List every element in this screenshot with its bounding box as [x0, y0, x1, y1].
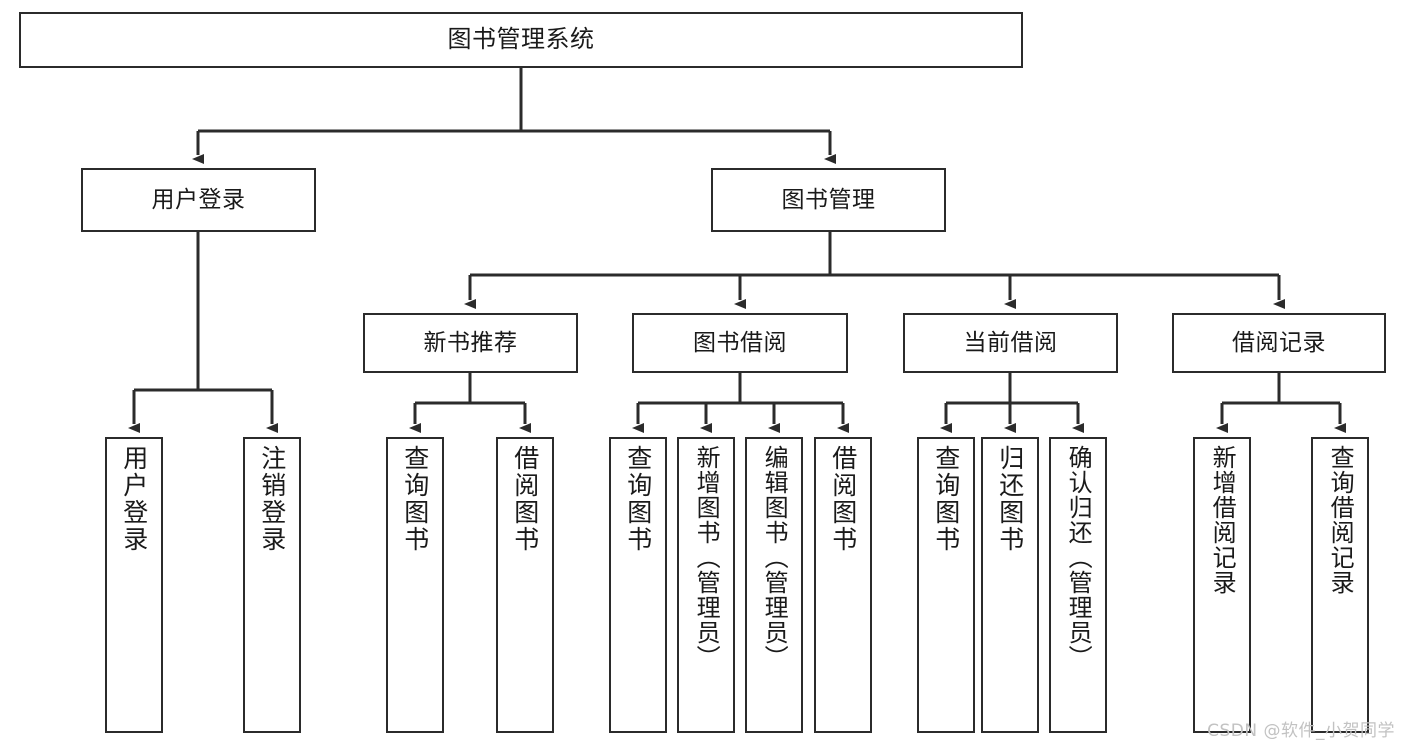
- node-book-borrow[interactable]: 图书借阅: [632, 313, 848, 373]
- leaf-add-borrow-record[interactable]: 新增借阅记录: [1193, 437, 1251, 733]
- leaf-confirm-return-admin[interactable]: 确认归还（管理员）: [1049, 437, 1107, 733]
- leaf-query-book-current-label: 查询图书: [931, 445, 961, 553]
- leaf-query-book-borrow-label: 查询图书: [623, 445, 653, 553]
- node-user-login-label: 用户登录: [151, 186, 246, 213]
- leaf-query-borrow-record-label: 查询借阅记录: [1326, 445, 1355, 595]
- node-current-borrow[interactable]: 当前借阅: [903, 313, 1118, 373]
- leaf-add-book-admin-label: 新增图书（管理员）: [692, 445, 721, 670]
- edge-group-current: [940, 373, 1084, 433]
- edge-group-newbook: [409, 373, 531, 433]
- edge-group-login: [128, 232, 278, 433]
- leaf-edit-book-admin[interactable]: 编辑图书（管理员）: [745, 437, 803, 733]
- node-new-book-recommend[interactable]: 新书推荐: [363, 313, 578, 373]
- leaf-query-book-borrow[interactable]: 查询图书: [609, 437, 667, 733]
- edge-group-bookmgmt: [464, 232, 1285, 309]
- watermark: CSDN @软件_小贺同学: [1207, 721, 1395, 741]
- node-current-borrow-label: 当前借阅: [963, 329, 1058, 356]
- leaf-query-book-newbook-label: 查询图书: [400, 445, 430, 553]
- leaf-return-book-label: 归还图书: [995, 445, 1025, 553]
- leaf-add-borrow-record-label: 新增借阅记录: [1208, 445, 1237, 595]
- leaf-query-borrow-record[interactable]: 查询借阅记录: [1311, 437, 1369, 733]
- leaf-borrow-book-newbook-label: 借阅图书: [510, 445, 540, 553]
- leaf-logout-label: 注销登录: [257, 445, 287, 553]
- edge-group-record: [1216, 373, 1346, 433]
- node-book-borrow-label: 图书借阅: [693, 329, 787, 356]
- leaf-query-book-newbook[interactable]: 查询图书: [386, 437, 444, 733]
- node-root-label: 图书管理系统: [447, 25, 595, 54]
- node-book-management-label: 图书管理: [781, 186, 876, 213]
- edge-group-root: [192, 68, 836, 164]
- leaf-query-book-current[interactable]: 查询图书: [917, 437, 975, 733]
- leaf-borrow-book[interactable]: 借阅图书: [814, 437, 872, 733]
- leaf-confirm-return-admin-label: 确认归还（管理员）: [1064, 445, 1093, 670]
- leaf-user-login-label: 用户登录: [119, 445, 149, 553]
- node-borrow-record[interactable]: 借阅记录: [1172, 313, 1386, 373]
- leaf-edit-book-admin-label: 编辑图书（管理员）: [760, 445, 789, 670]
- node-book-management[interactable]: 图书管理: [711, 168, 946, 232]
- leaf-borrow-book-label: 借阅图书: [828, 445, 858, 553]
- leaf-logout[interactable]: 注销登录: [243, 437, 301, 733]
- leaf-borrow-book-newbook[interactable]: 借阅图书: [496, 437, 554, 733]
- node-new-book-recommend-label: 新书推荐: [423, 329, 518, 356]
- leaf-return-book[interactable]: 归还图书: [981, 437, 1039, 733]
- leaf-add-book-admin[interactable]: 新增图书（管理员）: [677, 437, 735, 733]
- node-user-login[interactable]: 用户登录: [81, 168, 316, 232]
- leaf-user-login[interactable]: 用户登录: [105, 437, 163, 733]
- node-root[interactable]: 图书管理系统: [19, 12, 1023, 68]
- node-borrow-record-label: 借阅记录: [1232, 329, 1326, 356]
- edge-group-borrow: [632, 373, 849, 433]
